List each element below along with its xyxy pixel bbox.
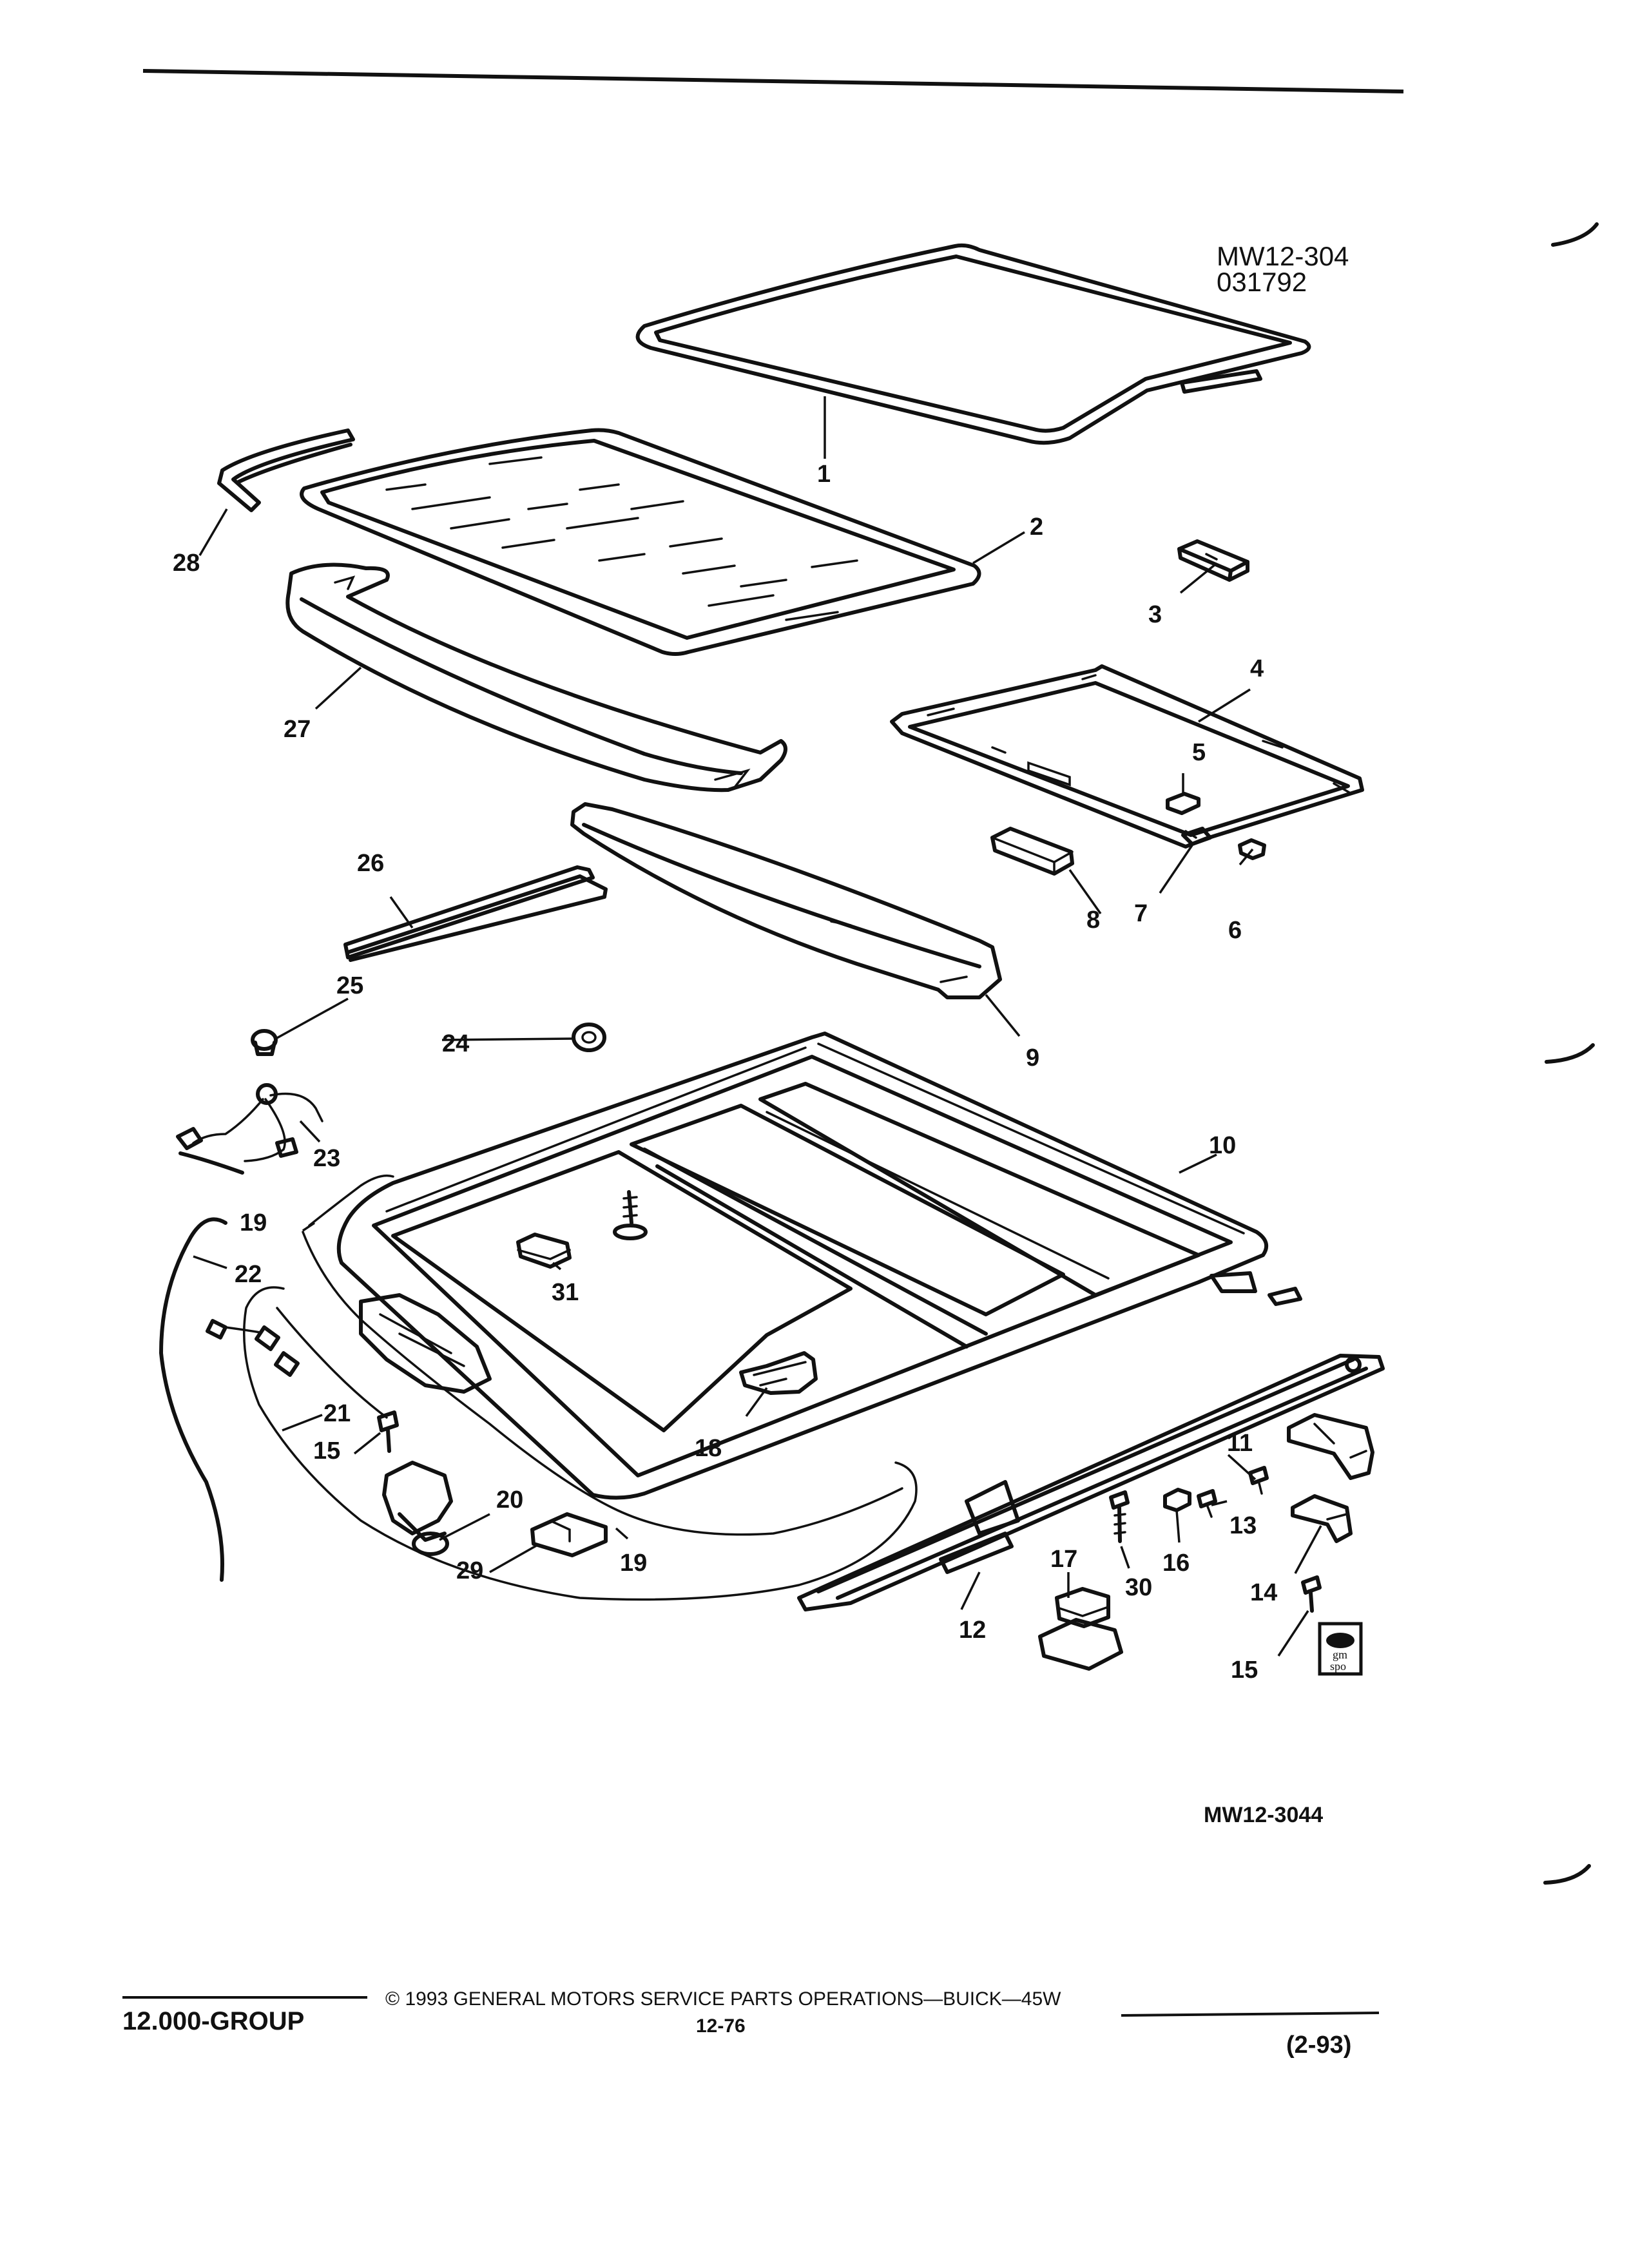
callout-2: 2: [1030, 514, 1043, 541]
callout-5: 5: [1192, 739, 1206, 766]
part-31-block-and-screw: [516, 1190, 648, 1269]
part-20-motor: [359, 1293, 492, 1556]
callout-16: 16: [1162, 1550, 1190, 1577]
footer-copyright: © 1993 GENERAL MOTORS SERVICE PARTS OPER…: [385, 1988, 1061, 2010]
part-25-plug: [251, 1029, 278, 1056]
callout-20: 20: [496, 1486, 523, 1514]
part-10-housing-frame: [336, 1032, 1302, 1500]
part-30-bolt: [1109, 1490, 1130, 1543]
callout-15-left: 15: [313, 1437, 340, 1465]
callout-6: 6: [1228, 917, 1242, 944]
callout-27: 27: [284, 716, 311, 743]
callout-1: 1: [817, 461, 831, 488]
figure-code-bottom: MW12-3044: [1204, 1803, 1323, 1827]
callout-30: 30: [1125, 1574, 1152, 1601]
margin-mark: [1543, 1864, 1591, 1885]
callout-14: 14: [1250, 1579, 1277, 1606]
part-28-corner-seal: [217, 428, 355, 512]
svg-text:spo: spo: [1330, 1660, 1346, 1673]
callout-24: 24: [442, 1030, 469, 1057]
footer-page-number: 12-76: [696, 2015, 746, 2037]
part-15-screw-right: [1301, 1575, 1322, 1613]
part-6-clip: [1238, 838, 1266, 860]
part-4-sunshade-frame: [890, 664, 1364, 849]
callout-25: 25: [336, 972, 363, 999]
part-13-bracket: [1287, 1413, 1374, 1480]
callout-21: 21: [323, 1400, 351, 1427]
part-14-bracket: [1291, 1494, 1353, 1543]
part-11-screws: [1197, 1466, 1269, 1518]
callout-numbers: 1 2 3 4 5 6 7 8 9 10 11 12 13 14 15 15 1…: [173, 461, 1277, 1684]
part-1-weatherstrip: [635, 243, 1311, 445]
part-3-block: [1177, 539, 1249, 582]
callout-13: 13: [1229, 1512, 1257, 1539]
callout-9: 9: [1026, 1044, 1039, 1072]
callout-19-top: 19: [240, 1209, 267, 1236]
part-18-bracket: [739, 1351, 818, 1395]
margin-mark: [1545, 1043, 1595, 1064]
callout-7: 7: [1134, 900, 1148, 927]
part-23-wire-harness: [176, 1083, 323, 1175]
callout-3: 3: [1148, 601, 1162, 628]
part-26-trough: [343, 865, 608, 962]
part-27-wind-deflector: [285, 562, 787, 793]
gm-spo-logo: gm spo: [1318, 1622, 1363, 1676]
part-15-screw-left: [377, 1410, 399, 1453]
callout-12: 12: [959, 1617, 986, 1644]
part-5-clip: [1166, 792, 1200, 815]
callout-15-right: 15: [1231, 1657, 1258, 1684]
footer-group: 12.000-GROUP: [122, 2007, 304, 2035]
callout-28: 28: [173, 550, 200, 577]
leader-lines: [193, 396, 1322, 1657]
callout-29: 29: [456, 1557, 483, 1584]
part-22-drain-tube: [159, 1217, 227, 1582]
callout-23: 23: [313, 1145, 340, 1172]
callout-31: 31: [552, 1279, 579, 1306]
footer-date: (2-93): [1286, 2032, 1351, 2059]
callout-26: 26: [357, 850, 384, 877]
svg-text:gm: gm: [1333, 1648, 1347, 1661]
callout-18: 18: [695, 1435, 722, 1462]
part-21-harness: [206, 1286, 918, 1601]
part-24-grommet: [572, 1023, 606, 1052]
part-2-glass-panel: [300, 428, 981, 656]
margin-mark: [1551, 222, 1599, 247]
callout-4: 4: [1250, 655, 1264, 682]
callout-22: 22: [235, 1261, 262, 1288]
callout-10: 10: [1209, 1132, 1236, 1159]
figure-code-top: MW12-304: [1217, 241, 1349, 271]
callout-17: 17: [1050, 1546, 1077, 1573]
footer: 12.000-GROUP © 1993 GENERAL MOTORS SERVI…: [122, 1988, 1380, 2059]
part-16-nut: [1163, 1488, 1191, 1512]
part-17-module: [1038, 1587, 1123, 1671]
top-rule: [142, 69, 1404, 93]
callout-11: 11: [1227, 1430, 1253, 1457]
figure-code-date: 031792: [1217, 267, 1307, 297]
part-12-guide-rail: [797, 1354, 1385, 1611]
callout-8: 8: [1086, 907, 1100, 934]
part-29-clip: [530, 1512, 608, 1557]
callout-19-bottom: 19: [620, 1550, 647, 1577]
part-9-cross-member: [570, 802, 1002, 999]
part-8-handle: [990, 827, 1074, 876]
